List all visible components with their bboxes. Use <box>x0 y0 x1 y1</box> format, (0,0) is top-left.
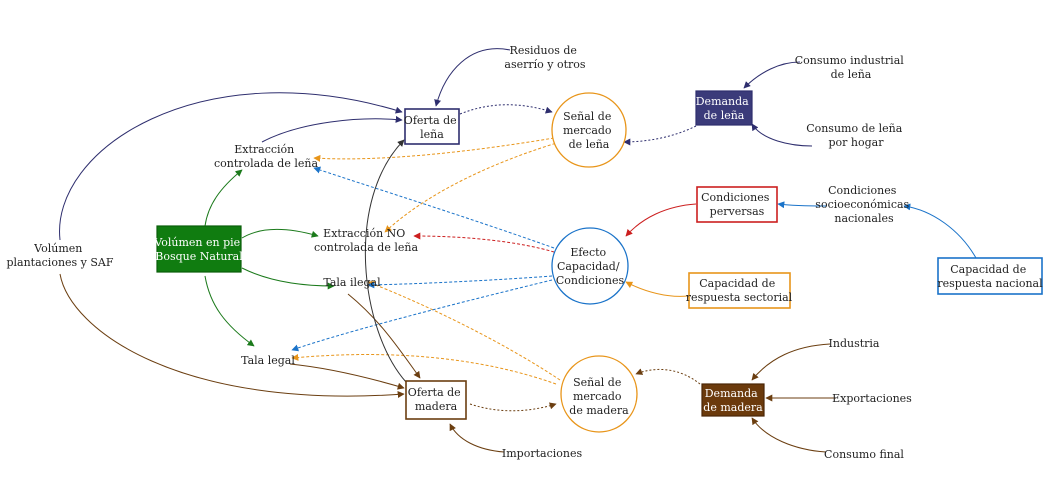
extraccion-controlada-label: Extracción controlada de leña <box>214 143 319 170</box>
tala-legal-label: Tala legal <box>241 354 295 367</box>
edge-consumo-final-to-demanda-madera <box>751 417 827 453</box>
edge-senal-madera-to-tala-ilegal <box>367 280 561 381</box>
edge-importaciones-to-oferta-madera <box>449 423 505 453</box>
edge-oferta-madera-to-oferta-lena <box>364 139 407 383</box>
edge-efecto-to-extraccion-controlada <box>313 166 555 249</box>
edge-tala-ilegal-to-oferta-madera <box>347 293 421 379</box>
senal-madera-circle <box>560 355 638 433</box>
demanda-lena-label: Demanda de leña <box>696 95 753 122</box>
industria-label: Industria <box>829 337 880 350</box>
capacidad-sectorial-label: Capacidad de respuesta sectorial <box>686 277 793 304</box>
capacidad-sectorial-box <box>688 272 791 309</box>
demanda-madera-label: Demanda de madera <box>703 387 763 414</box>
edge-demanda-lena-to-senal-lena <box>623 125 697 146</box>
edge-industria-to-demanda-madera <box>751 343 831 381</box>
edge-senal-lena-to-extraccion-controlada <box>313 137 555 162</box>
tala-ilegal-label: Tala ilegal <box>323 276 381 289</box>
edge-extraccion-controlada-to-oferta-lena <box>261 115 403 143</box>
senal-lena-label: Señal de mercado de leña <box>563 110 615 151</box>
senal-lena-circle <box>551 92 627 168</box>
extraccion-no-label: Extracción NO controlada de leña <box>314 227 419 254</box>
edge-plantaciones-to-oferta-lena <box>59 92 403 241</box>
volumen-bosque-label: Volúmen en pie Bosque Natural <box>153 236 243 263</box>
edge-residuos-to-oferta-lena <box>434 48 511 107</box>
edge-efecto-to-extraccion-no <box>413 232 555 253</box>
consumo-industrial-label: Consumo industrial de leña <box>795 54 908 81</box>
volumen-plantaciones-label: Volúmen plantaciones y SAF <box>6 242 113 269</box>
edge-senal-lena-to-extraccion-no <box>384 141 561 233</box>
edge-efecto-to-tala-ilegal <box>367 275 553 289</box>
oferta-madera-label: Oferta de madera <box>408 386 464 413</box>
efecto-circle <box>551 227 629 305</box>
demanda-lena-box <box>695 90 753 126</box>
nodes: Residuos de aserrío y otros Consumo indu… <box>6 44 1043 461</box>
demanda-madera-box <box>701 383 765 417</box>
importaciones-label: Importaciones <box>502 447 583 460</box>
condiciones-perversas-label: Condiciones perversas <box>701 191 773 218</box>
oferta-madera-box <box>405 380 467 420</box>
edge-demanda-madera-to-senal-madera <box>635 368 701 385</box>
edge-consumo-industrial-to-demanda-lena <box>743 61 801 89</box>
edge-consumo-hogar-to-demanda-lena <box>751 123 813 147</box>
consumo-final-label: Consumo final <box>824 448 904 461</box>
capacidad-nacional-label: Capacidad de respuesta nacional <box>937 263 1043 290</box>
efecto-label: Efecto Capacidad/ Condiciones <box>556 246 625 287</box>
consumo-hogar-label: Consumo de leña por hogar <box>806 122 906 149</box>
edge-senal-madera-to-tala-legal <box>291 353 557 385</box>
edge-efecto-to-tala-legal <box>291 279 553 352</box>
edge-plantaciones-to-oferta-madera <box>59 273 405 398</box>
edge-oferta-lena-to-senal-lena <box>459 104 553 115</box>
residuos-label: Residuos de aserrío y otros <box>504 44 586 71</box>
condiciones-socio-label: Condiciones socioeconómicas nacionales <box>815 184 912 225</box>
edge-capacidad-sectorial-to-efecto <box>625 281 689 297</box>
edge-bosque-to-extraccion-controlada <box>204 169 243 227</box>
oferta-lena-label: Oferta de leña <box>404 114 460 141</box>
condiciones-perversas-box <box>696 186 778 223</box>
volumen-bosque-box <box>156 225 242 273</box>
edge-socio-to-perversas <box>777 201 827 209</box>
exportaciones-label: Exportaciones <box>832 392 912 405</box>
edge-perversas-to-efecto <box>625 203 697 237</box>
edges <box>59 48 977 453</box>
edge-bosque-to-tala-legal <box>204 275 255 347</box>
edge-bosque-to-tala-ilegal <box>241 267 335 290</box>
edge-oferta-madera-to-senal-madera <box>469 402 557 412</box>
capacidad-nacional-box <box>937 257 1043 295</box>
senal-madera-label: Señal de mercado de madera <box>569 376 629 417</box>
oferta-lena-box <box>404 108 460 145</box>
edge-bosque-to-extraccion-no <box>241 229 319 239</box>
edge-capacidad-nacional-to-socio <box>903 203 977 259</box>
edge-tala-legal-to-oferta-madera <box>289 363 405 390</box>
